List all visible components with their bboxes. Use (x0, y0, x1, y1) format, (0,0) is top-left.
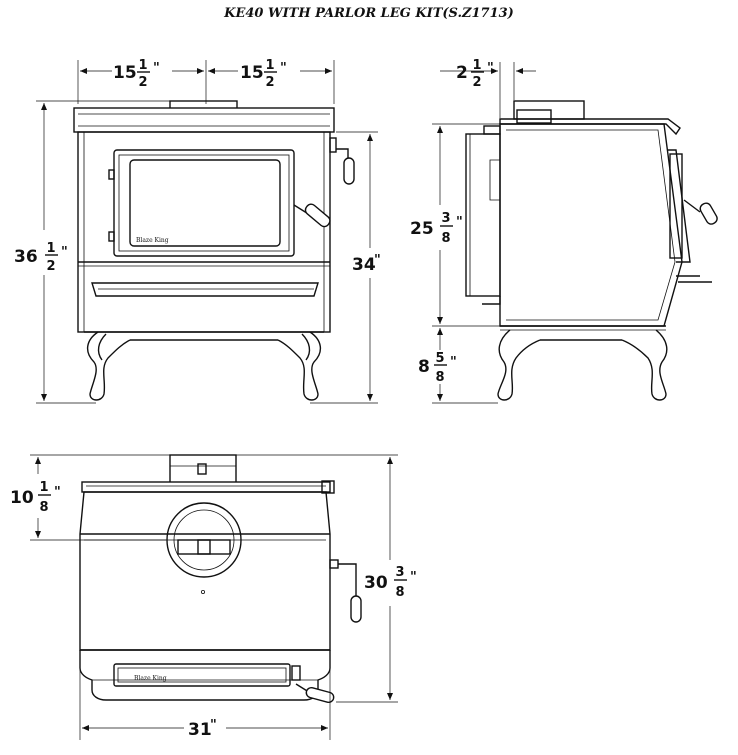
svg-text:": " (153, 61, 160, 76)
svg-text:8: 8 (39, 500, 48, 515)
svg-text:25: 25 (410, 219, 434, 239)
svg-text:": " (54, 485, 61, 500)
dim-top-depth: 30 3 8 " (364, 565, 417, 600)
svg-text:": " (61, 245, 68, 260)
dim-side-body-height: 25 3 8 " (410, 211, 463, 246)
side-dimensions: 2 1 2 " 25 3 8 " 8 5 8 " (410, 58, 536, 404)
side-view (465, 100, 718, 401)
svg-text:36: 36 (14, 247, 38, 267)
svg-text:": " (210, 718, 217, 733)
svg-text:": " (450, 355, 457, 370)
svg-text:34: 34 (352, 255, 376, 275)
dim-front-body-height: 34 " (352, 253, 381, 275)
svg-text:8: 8 (395, 585, 404, 600)
svg-text:1: 1 (46, 241, 55, 256)
svg-text:1: 1 (39, 480, 48, 495)
dim-top-flue-depth: 10 1 8 " (10, 480, 61, 515)
top-dimensions: 10 1 8 " 30 3 8 " 31 " (10, 454, 417, 740)
stove-logo-front: Blaze King (136, 237, 169, 244)
top-view: Blaze King (79, 454, 362, 704)
stove-logo-top: Blaze King (134, 675, 167, 682)
svg-text:15: 15 (240, 63, 264, 83)
svg-text:": " (487, 61, 494, 76)
svg-text:8: 8 (435, 370, 444, 385)
svg-text:3: 3 (395, 565, 404, 580)
front-view: Blaze King (73, 100, 355, 401)
svg-text:30: 30 (364, 573, 388, 593)
svg-text:2: 2 (456, 63, 468, 83)
svg-text:3: 3 (441, 211, 450, 226)
svg-text:8: 8 (418, 357, 430, 377)
svg-text:31: 31 (188, 720, 212, 740)
dim-side-flue-offset: 2 1 2 " (456, 58, 494, 90)
dim-front-half-right: 15 1 2 " (240, 58, 287, 90)
svg-text:": " (456, 215, 463, 230)
dim-front-half-left: 15 1 2 " (113, 58, 160, 90)
svg-text:2: 2 (265, 75, 274, 90)
dim-top-width: 31 " (188, 718, 217, 740)
svg-text:": " (280, 61, 287, 76)
svg-text:1: 1 (265, 58, 274, 73)
drawing-title: KE40 WITH PARLOR LEG KIT(S.Z1713) (224, 6, 514, 21)
svg-text:": " (374, 253, 381, 268)
svg-text:2: 2 (138, 75, 147, 90)
svg-text:2: 2 (46, 259, 55, 274)
dim-side-leg-height: 8 5 8 " (418, 351, 457, 385)
svg-text:2: 2 (472, 75, 481, 90)
svg-text:1: 1 (472, 58, 481, 73)
svg-text:10: 10 (10, 488, 34, 508)
svg-text:8: 8 (441, 231, 450, 246)
front-dimensions: 15 1 2 " 15 1 2 " 36 1 2 " 34 (14, 58, 381, 404)
svg-text:15: 15 (113, 63, 137, 83)
dim-front-total-height: 36 1 2 " (14, 241, 68, 274)
svg-text:1: 1 (138, 58, 147, 73)
svg-text:5: 5 (435, 351, 444, 366)
svg-text:": " (410, 570, 417, 585)
